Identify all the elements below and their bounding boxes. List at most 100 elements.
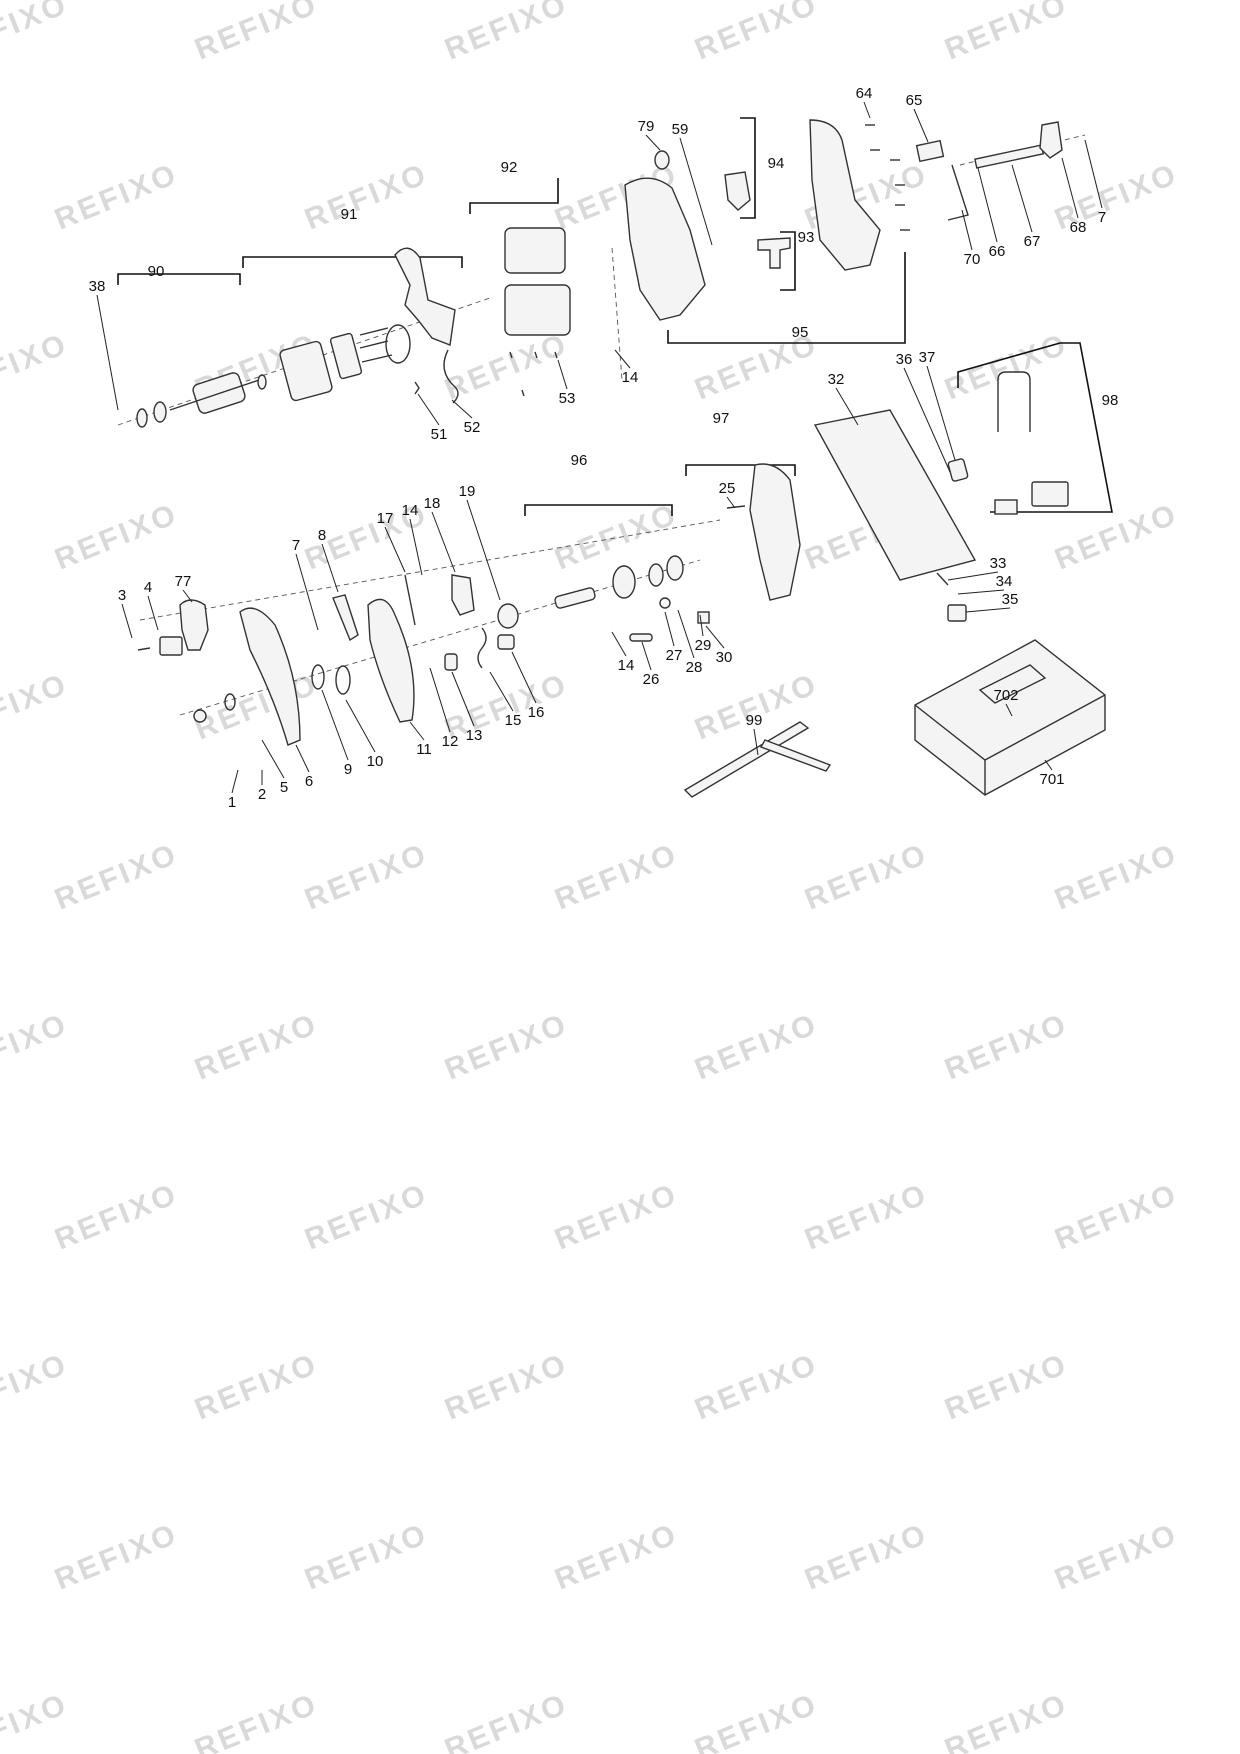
- part-housing-bottom: [504, 284, 571, 336]
- leader-line: [182, 589, 193, 603]
- part-bushing-16: [497, 634, 515, 650]
- callout-number: 12: [442, 733, 459, 750]
- callout-number: 14: [622, 369, 639, 386]
- callout-number: 8: [318, 527, 326, 544]
- watermark-text: REFIXO: [440, 0, 573, 66]
- callout-number: 19: [459, 483, 476, 500]
- watermark-text: REFIXO: [690, 1687, 823, 1754]
- part-lever-8: [332, 594, 359, 642]
- callout-number: 96: [571, 452, 588, 469]
- part-screw-51: [414, 381, 420, 395]
- leader-line: [705, 625, 725, 649]
- leader-line: [965, 607, 1011, 613]
- part-spring-52: [443, 349, 459, 404]
- watermark-text: REFIXO: [800, 1517, 933, 1596]
- callout-number: 16: [528, 704, 545, 721]
- watermark-text: REFIXO: [690, 1007, 823, 1086]
- part-brush-plate: [329, 332, 363, 380]
- part-brush-3: [361, 354, 393, 363]
- leader-line: [451, 671, 475, 727]
- watermark-text: REFIXO: [940, 1347, 1073, 1426]
- callout-number: 51: [431, 426, 448, 443]
- leader-line: [835, 387, 859, 426]
- watermark-text: REFIXO: [550, 837, 683, 916]
- leader-line: [1044, 759, 1053, 771]
- part-bearing-38: [136, 408, 148, 428]
- leader-line: [699, 614, 704, 637]
- callout-number: 10: [367, 753, 384, 770]
- watermark-text: REFIXO: [0, 1687, 73, 1754]
- callout-number: 65: [906, 92, 923, 109]
- callout-number: 68: [1070, 219, 1087, 236]
- callout-number: 66: [989, 243, 1006, 260]
- watermark-text: REFIXO: [0, 0, 73, 66]
- leader-line: [957, 589, 1005, 595]
- leader-line: [645, 134, 661, 151]
- bracket-92: [469, 178, 559, 214]
- axis-guard: [139, 519, 721, 621]
- watermark-text: REFIXO: [690, 667, 823, 746]
- axis-handle-14: [611, 247, 623, 381]
- part-bearing-96b: [666, 555, 684, 581]
- part-trigger-77: [179, 599, 209, 651]
- part-bearing-90b: [257, 374, 267, 390]
- part-bearing-19: [497, 603, 519, 629]
- part-nut-30: [697, 611, 710, 624]
- callout-number: 77: [175, 573, 192, 590]
- part-bolt-1: [193, 709, 207, 723]
- callout-number: 64: [856, 85, 873, 102]
- callout-number: 1: [228, 794, 236, 811]
- leader-line: [466, 499, 501, 601]
- watermark-text: REFIXO: [190, 1687, 323, 1754]
- leader-line: [1084, 139, 1103, 209]
- leader-line: [295, 553, 319, 631]
- watermark-text: REFIXO: [300, 1177, 433, 1256]
- callout-number: 13: [466, 727, 483, 744]
- part-handle-frame: [394, 247, 456, 346]
- bracket-96: [524, 504, 673, 516]
- part-screw-33: [936, 572, 949, 586]
- part-blade-guard-11: [367, 598, 415, 723]
- watermark-text: REFIXO: [190, 667, 323, 746]
- leader-line: [321, 543, 339, 593]
- watermark-text: REFIXO: [1050, 1517, 1183, 1596]
- part-knob-68: [1039, 121, 1063, 159]
- part-pin-17: [404, 574, 416, 626]
- watermark-text: REFIXO: [440, 1347, 573, 1426]
- bracket-91: [242, 256, 463, 268]
- watermark-text: REFIXO: [0, 327, 73, 406]
- part-gear-96: [612, 565, 636, 599]
- watermark-text: REFIXO: [50, 157, 183, 236]
- callout-number: 27: [666, 647, 683, 664]
- watermark-text: REFIXO: [50, 1177, 183, 1256]
- part-rip-fence-bar: [759, 739, 832, 772]
- callout-number: 11: [416, 741, 432, 758]
- part-bushing-13: [444, 653, 458, 671]
- callout-number: 52: [464, 419, 481, 436]
- part-handle-half-right: [809, 119, 881, 271]
- callout-number: 33: [990, 555, 1007, 572]
- callout-number: 7: [1098, 209, 1106, 226]
- bracket-94: [740, 117, 756, 219]
- watermark-text: REFIXO: [0, 1347, 73, 1426]
- callout-number: 3: [118, 587, 126, 604]
- part-pin-26: [629, 633, 653, 642]
- part-spring-27: [659, 597, 671, 609]
- watermark-text: REFIXO: [690, 1347, 823, 1426]
- leader-line: [614, 349, 631, 369]
- leader-line: [231, 769, 239, 794]
- part-handle-half-left: [624, 177, 706, 321]
- leader-line: [345, 699, 376, 753]
- callout-number: 70: [964, 251, 981, 268]
- watermark-text: REFIXO: [1050, 1177, 1183, 1256]
- part-plate-65: [915, 139, 945, 163]
- watermark-text: REFIXO: [50, 837, 183, 916]
- leader-line: [121, 603, 133, 639]
- part-shaft-67: [974, 144, 1045, 169]
- watermark-text: REFIXO: [300, 837, 433, 916]
- leader-line: [321, 689, 349, 761]
- part-knob-79: [654, 150, 670, 170]
- watermark-text: REFIXO: [550, 497, 683, 576]
